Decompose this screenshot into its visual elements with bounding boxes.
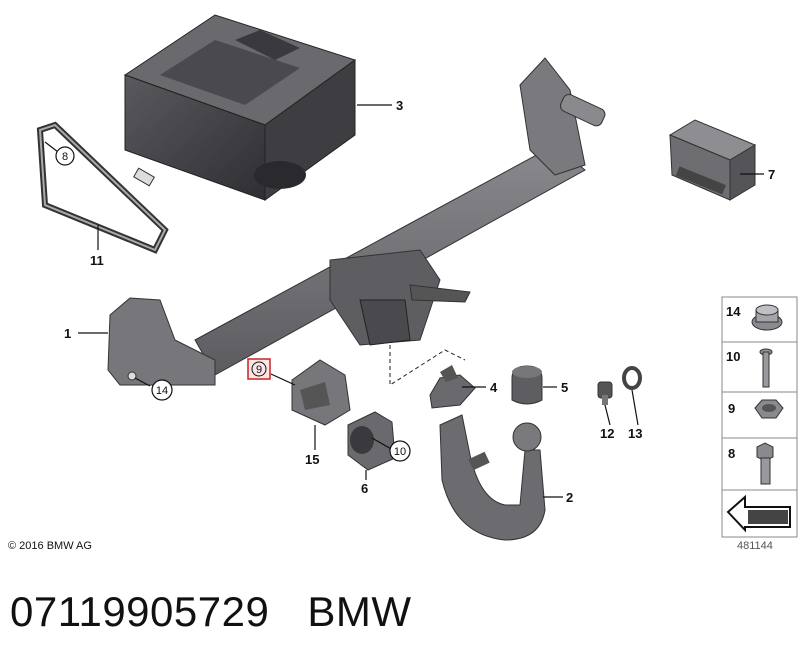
circled-label-10: 10	[389, 440, 411, 462]
svg-text:10: 10	[394, 446, 406, 458]
leader-8	[44, 141, 59, 153]
socket-part	[347, 411, 396, 471]
circled-label-8: 8	[55, 146, 75, 166]
storage-box-part	[123, 14, 357, 201]
crossbar-part	[107, 57, 606, 386]
leader-12	[604, 404, 611, 426]
part-label-15: 15	[305, 452, 319, 467]
highlighted-label-9[interactable]: 9	[247, 358, 271, 380]
part-label-11: 11	[90, 253, 104, 268]
part-label-7: 7	[768, 167, 775, 182]
svg-text:14: 14	[156, 385, 168, 397]
svg-text:8: 8	[62, 151, 68, 163]
svg-text:9: 9	[256, 364, 262, 376]
part-label-12: 12	[600, 426, 614, 441]
control-module-part	[668, 119, 757, 201]
circled-label-14-left: 14	[151, 379, 173, 401]
bolt-part-12	[597, 381, 613, 405]
leader-9	[270, 373, 296, 386]
part-label-1: 1	[64, 326, 71, 341]
brand-name: BMW	[307, 588, 412, 635]
part-number-footer: 07119905729 BMW	[10, 588, 449, 636]
part-number: 07119905729	[10, 588, 270, 635]
legend-label-10: 10	[726, 349, 740, 364]
part-label-13: 13	[628, 426, 642, 441]
part-label-4: 4	[490, 380, 498, 395]
leader-13	[631, 389, 639, 426]
legend-label-8: 8	[728, 446, 735, 461]
legend-hex-nut-icon	[754, 399, 784, 419]
part-label-6: 6	[361, 481, 368, 496]
assembly-guide	[389, 345, 466, 386]
image-number: 481144	[737, 540, 773, 552]
legend-screw-icon	[759, 348, 773, 388]
lock-part	[429, 365, 476, 409]
leader-10	[371, 437, 394, 451]
copyright-text: © 2016 BMW AG	[8, 540, 92, 552]
part-label-2: 2	[566, 490, 573, 505]
legend-bolt-icon	[756, 442, 774, 485]
ball-hitch-part	[439, 414, 546, 541]
legend-panel	[721, 296, 798, 538]
part-label-5: 5	[561, 380, 568, 395]
cap-part	[511, 365, 543, 405]
part-label-3: 3	[396, 98, 403, 113]
ring-part-13	[622, 366, 642, 390]
legend-label-14: 14	[726, 304, 741, 319]
legend-flange-nut-icon	[751, 304, 783, 331]
legend-arrow-icon	[726, 494, 791, 533]
leader-14-left	[134, 377, 151, 387]
bracket-part	[291, 359, 351, 426]
frame-part	[36, 121, 169, 254]
legend-label-9: 9	[728, 401, 735, 416]
